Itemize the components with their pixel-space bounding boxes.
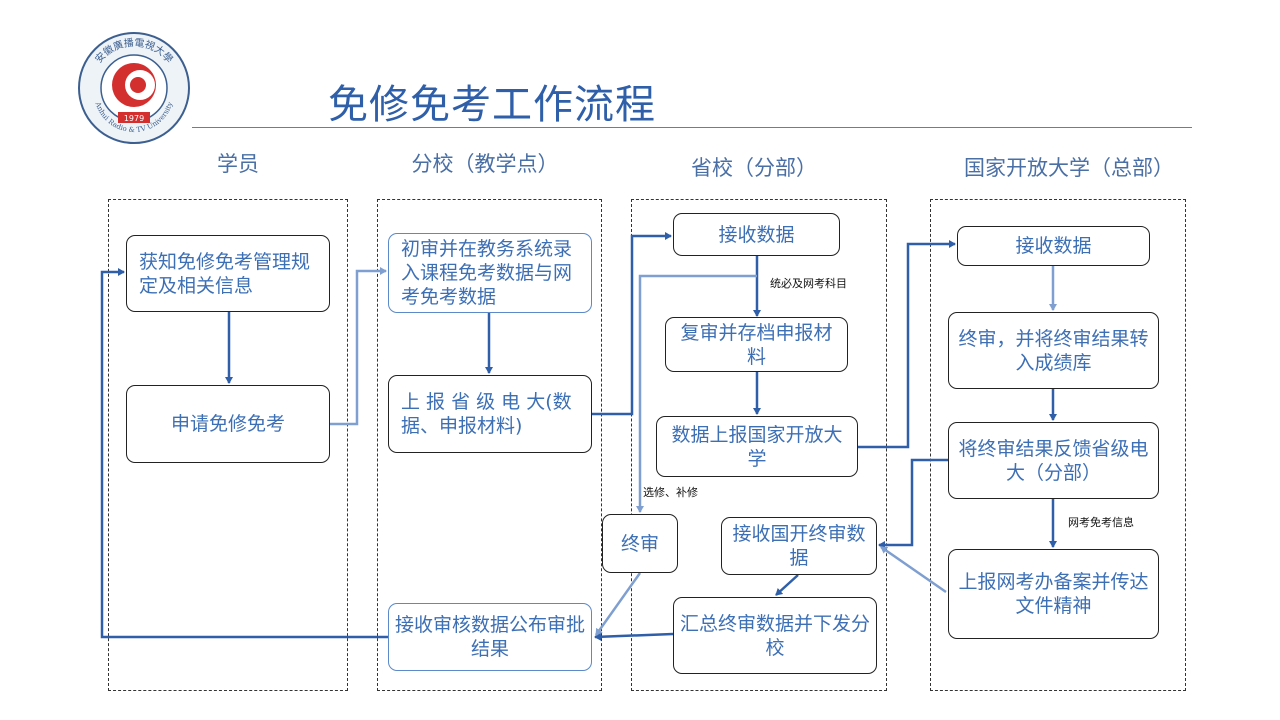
university-logo: 安徽廣播電視大學 Anhui Radio & TV University 197…	[78, 32, 190, 144]
step-province-receive-data: 接收数据	[673, 213, 840, 256]
logo-year: 1979	[124, 114, 144, 123]
title-divider	[192, 127, 1192, 128]
arrow-report-exam-to-receive-final	[880, 545, 947, 594]
arrow-apply-to-review	[330, 267, 387, 426]
arrow-receive-final-to-summarize	[775, 574, 799, 596]
arrow-summarize-to-branch-receive	[594, 632, 674, 641]
lane-national	[930, 199, 1186, 691]
step-national-feedback: 将终审结果反馈省级电大（分部）	[948, 422, 1159, 499]
note-elective: 选修、补修	[643, 486, 698, 499]
arrow-feedback-to-receive-final	[878, 458, 948, 549]
page-title: 免修免考工作流程	[328, 82, 656, 128]
step-province-summarize: 汇总终审数据并下发分校	[673, 597, 877, 674]
arrow-report-to-province	[592, 232, 672, 416]
lane-student	[108, 199, 348, 691]
step-province-recheck: 复审并存档申报材料	[665, 317, 848, 372]
step-branch-final-review: 终审	[602, 514, 678, 573]
step-province-upload: 数据上报国家开放大学	[656, 416, 858, 477]
step-province-receive-final: 接收国开终审数据	[721, 517, 877, 575]
step-learn-regulations: 获知免修免考管理规定及相关信息	[126, 235, 330, 312]
column-header-branch: 分校（教学点）	[411, 152, 559, 176]
step-national-final-review: 终审，并将终审结果转入成绩库	[948, 312, 1159, 389]
step-branch-initial-review: 初审并在教务系统录入课程免考数据与网考免考数据	[388, 233, 592, 313]
step-branch-receive-results: 接收审核数据公布审批结果	[388, 603, 592, 671]
column-header-national: 国家开放大学（总部）	[964, 156, 1174, 180]
step-apply-exemption: 申请免修免考	[126, 385, 330, 463]
step-national-report-exam-office: 上报网考办备案并传达文件精神	[948, 549, 1159, 639]
column-header-student: 学员	[217, 152, 259, 176]
step-national-receive-data: 接收数据	[957, 226, 1150, 266]
note-exam-subjects: 统必及网考科目	[770, 277, 847, 290]
lane-province	[631, 199, 887, 691]
step-branch-report: 上 报 省 级 电 大(数据、申报材料)	[388, 375, 592, 453]
lane-branch	[377, 199, 602, 691]
note-exam-info: 网考免考信息	[1068, 516, 1134, 529]
arrow-branch-receive-to-student	[100, 268, 389, 639]
arrow-receive-to-branch-final	[636, 274, 757, 513]
arrow-upload-to-national	[858, 240, 956, 449]
column-header-province: 省校（分部）	[691, 156, 817, 180]
arrow-branch-final-to-receive	[594, 572, 642, 636]
